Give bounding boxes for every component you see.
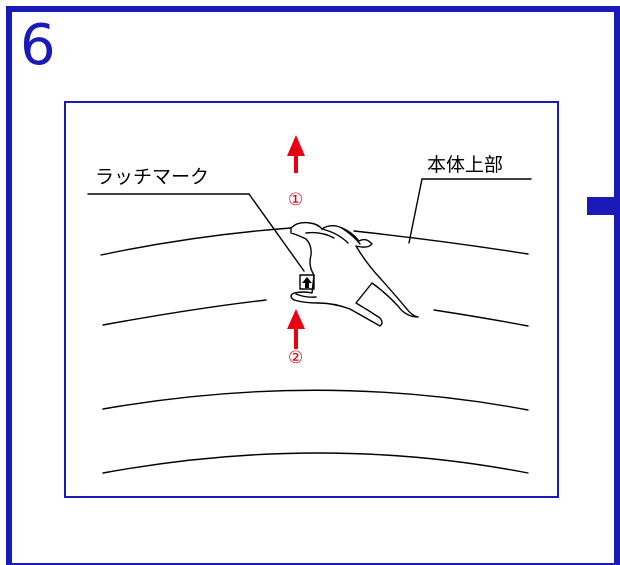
body-edge-left <box>102 299 267 326</box>
latch-mark-box <box>299 274 315 290</box>
cover-illustration <box>87 135 532 474</box>
body-edge-right <box>433 309 529 327</box>
step-number: 6 <box>20 13 56 78</box>
tray-edge-lower <box>102 452 529 474</box>
latch-up-arrow-icon <box>302 277 312 288</box>
arrow-2-head <box>287 309 305 329</box>
top-cover-edge-right <box>353 230 529 255</box>
top-cover-edge-left <box>100 227 292 256</box>
hand-outline <box>290 221 419 327</box>
step-two-marker: ② <box>288 348 304 368</box>
tray-edge-upper <box>102 389 529 411</box>
next-step-marker <box>587 197 614 215</box>
latch-mark-label: ラッチマーク <box>95 166 210 188</box>
arrow-1-shaft <box>294 153 298 173</box>
step-one-marker: ① <box>288 190 304 210</box>
arrow-2-shaft <box>294 325 298 349</box>
upper-body-leader-line-diagonal <box>408 178 423 244</box>
latch-leader-line-diagonal <box>248 193 305 272</box>
upper-body-label: 本体上部 <box>427 154 504 176</box>
arrow-1-head <box>287 135 305 156</box>
illustration-frame <box>64 101 559 498</box>
hand-finger-creases <box>295 227 361 298</box>
